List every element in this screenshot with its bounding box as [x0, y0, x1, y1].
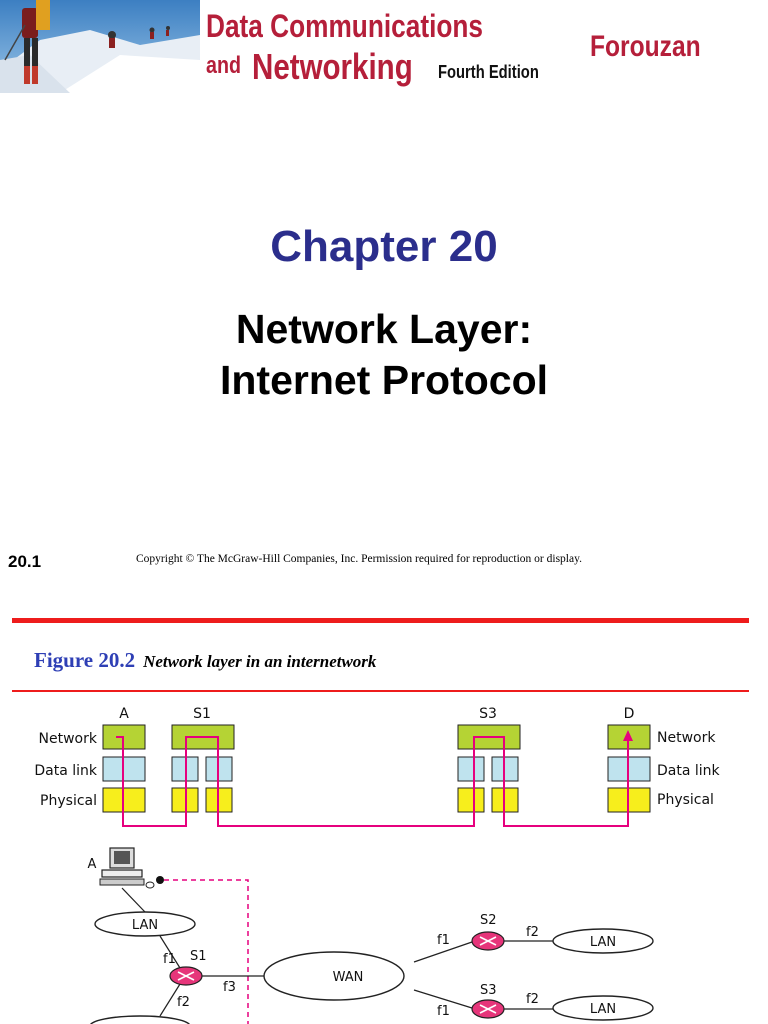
lan-right-top: [552, 928, 654, 954]
layer-label-datalink-left: Data link: [34, 763, 98, 779]
stack-s3: [457, 724, 521, 813]
book-title-line2: Networking: [252, 46, 413, 87]
lan-right-bottom-label: LAN: [590, 1002, 616, 1017]
figure-title: Figure 20.2 Network layer in an internetw…: [34, 648, 376, 673]
s3-label: S3: [480, 983, 497, 998]
copyright-notice: Copyright © The McGraw-Hill Companies, I…: [136, 553, 582, 565]
figure-caption: Network layer in an internetwork: [143, 652, 377, 671]
layer-label-physical-left: Physical: [40, 793, 97, 809]
lan-top-left-label: LAN: [132, 918, 158, 933]
wan-label: WAN: [333, 970, 364, 985]
lan-right-top-label: LAN: [590, 935, 616, 950]
book-author: Forouzan: [590, 30, 701, 63]
router-s2-icon: [471, 931, 505, 951]
stack-s3-datalink-in: [457, 756, 485, 782]
s2-label: S2: [480, 913, 497, 928]
network-layer-diagram: Network Data link Physical Network Data …: [34, 706, 721, 1024]
book-banner: Data Communications and Networking Fourt…: [0, 0, 768, 93]
title-slide: Data Communications and Networking Fourt…: [0, 0, 768, 571]
layer-label-network-left: Network: [39, 731, 98, 747]
lan-right-bottom: [552, 995, 654, 1021]
s2-port-f1: f1: [437, 933, 450, 948]
chapter-title-line1: Network Layer:: [235, 306, 533, 352]
layer-label-datalink-right: Data link: [657, 763, 721, 779]
s1-port-f3: f3: [223, 980, 236, 995]
book-title-and: and: [206, 52, 241, 79]
s1-port-f2: f2: [177, 995, 190, 1010]
book-edition: Fourth Edition: [438, 62, 539, 82]
chapter-heading: Chapter 20: [270, 222, 498, 271]
host-a-label: A: [88, 857, 97, 872]
stack-s1: [171, 724, 235, 813]
figure-number: Figure 20.2: [34, 648, 136, 672]
slide-divider: [12, 618, 749, 623]
s2-port-f2: f2: [526, 925, 539, 940]
mountain-climbers-photo: [0, 0, 200, 93]
s1-to-lower-lan-link: [159, 983, 181, 1017]
host-to-lan-link: [121, 887, 146, 913]
stack-label-s1: S1: [193, 706, 211, 722]
stack-label-d: D: [624, 706, 635, 722]
chapter-title-line2: Internet Protocol: [219, 357, 549, 403]
lan-to-s1-link: [159, 935, 181, 969]
wan-to-s2-link: [413, 941, 473, 963]
stack-label-s3: S3: [479, 706, 497, 722]
figure-title-rule: [12, 690, 749, 692]
wan-to-s3-link: [413, 989, 473, 1009]
layer-label-network-right: Network: [657, 730, 716, 746]
path-start-dot: [156, 876, 164, 884]
stack-label-a: A: [119, 706, 129, 722]
router-s3-icon: [471, 999, 505, 1019]
stack-s3-physical-in: [457, 787, 485, 813]
s1-label: S1: [190, 949, 207, 964]
chapter-title: Network Layer: Internet Protocol: [0, 304, 768, 406]
layer-label-physical-right: Physical: [657, 792, 714, 808]
wan-cloud: [263, 951, 405, 1001]
s3-port-f1: f1: [437, 1004, 450, 1019]
router-s1-icon: [169, 966, 203, 986]
packet-path: [116, 736, 629, 827]
lan-top-left: [94, 911, 196, 937]
slide-number: 20.1: [8, 552, 42, 571]
lan-bottom-left: [90, 1015, 190, 1024]
s3-port-f2: f2: [526, 992, 539, 1007]
book-title-line1: Data Communications: [206, 8, 484, 44]
computer-icon: [99, 847, 155, 889]
path-arrowhead-icon: [623, 730, 633, 741]
s1-port-f1: f1: [163, 952, 176, 967]
